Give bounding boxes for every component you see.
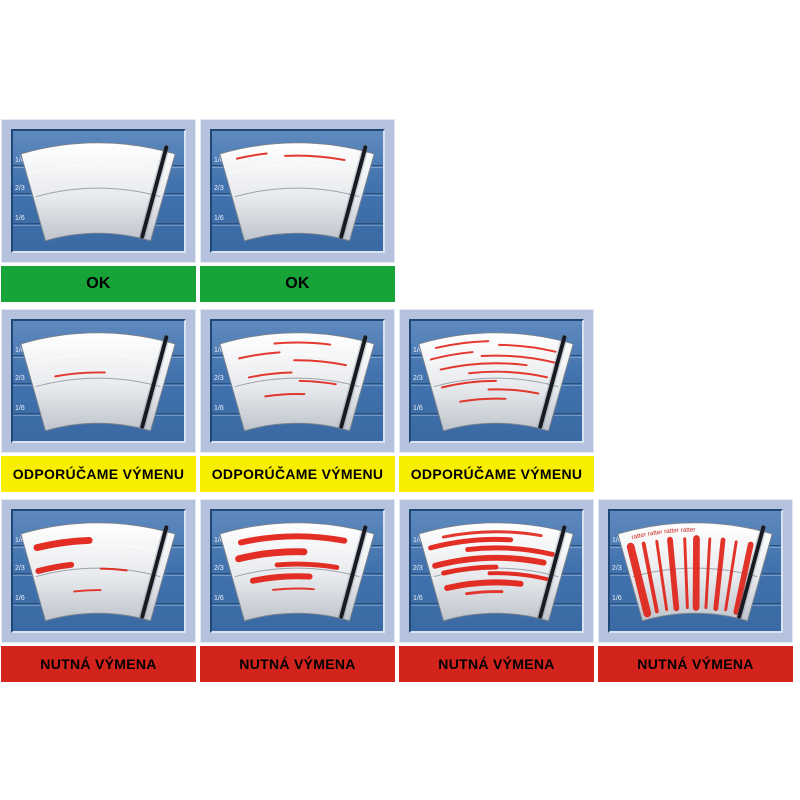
wiper-wear-cell: 1/6 2/3 1/6 OK — [1, 119, 196, 302]
wiper-panel-frame: 1/6 2/3 1/6 — [1, 309, 196, 453]
status-label: NUTNÁ VÝMENA — [399, 646, 594, 682]
wiper-panel: 1/6 2/3 1/6 ratter ratter ratter ratter — [608, 509, 783, 633]
wiper-panel: 1/6 2/3 1/6 — [11, 129, 186, 253]
scale-mark: 1/6 — [214, 156, 224, 164]
scale-mark: 1/6 — [15, 156, 25, 164]
wiper-panel: 1/6 2/3 1/6 — [409, 509, 584, 633]
scale-mark: 2/3 — [214, 185, 224, 193]
status-label: NUTNÁ VÝMENA — [200, 646, 395, 682]
wiper-wear-cell: 1/6 2/3 1/6 ODPORÚČAME VÝMENU — [399, 309, 594, 492]
row-danger: 1/6 2/3 1/6 NUTNÁ VÝMENA 1/6 2/3 1/6 — [1, 499, 793, 682]
status-label: OK — [200, 266, 395, 302]
scale-mark: 1/6 — [214, 595, 224, 603]
scale-mark: 1/6 — [214, 346, 224, 354]
scale-mark: 1/6 — [15, 405, 25, 413]
status-label: OK — [1, 266, 196, 302]
scale-mark: 2/3 — [612, 565, 622, 573]
scale-mark: 2/3 — [413, 375, 423, 383]
row-warn: 1/6 2/3 1/6 ODPORÚČAME VÝMENU 1/6 2/3 1/… — [1, 309, 793, 492]
scale-mark: 1/6 — [214, 536, 224, 544]
wiper-wear-cell: 1/6 2/3 1/6 NUTNÁ VÝMENA — [200, 499, 395, 682]
scale-mark: 2/3 — [15, 565, 25, 573]
wiper-wear-cell: 1/6 2/3 1/6 ratter ratter ratter ratter … — [598, 499, 793, 682]
scale-mark: 1/6 — [413, 405, 423, 413]
status-label: NUTNÁ VÝMENA — [598, 646, 793, 682]
status-label: ODPORÚČAME VÝMENU — [1, 456, 196, 492]
scale-mark: 1/6 — [413, 595, 423, 603]
status-label: NUTNÁ VÝMENA — [1, 646, 196, 682]
wiper-fan-graphic: ratter ratter ratter ratter — [617, 522, 773, 622]
status-label: ODPORÚČAME VÝMENU — [200, 456, 395, 492]
wiper-panel-frame: 1/6 2/3 1/6 — [200, 499, 395, 643]
wiper-panel: 1/6 2/3 1/6 — [409, 319, 584, 443]
wiper-wear-cell: 1/6 2/3 1/6 OK — [200, 119, 395, 302]
wiper-panel-frame: 1/6 2/3 1/6 ratter ratter ratter ratter — [598, 499, 793, 643]
scale-mark: 1/6 — [214, 405, 224, 413]
scale-mark: 1/6 — [413, 346, 423, 354]
scale-mark: 2/3 — [15, 375, 25, 383]
scale-mark: 1/6 — [15, 536, 25, 544]
scale-mark: 1/6 — [15, 215, 25, 223]
scale-mark: 1/6 — [612, 536, 622, 544]
wiper-panel: 1/6 2/3 1/6 — [11, 319, 186, 443]
scale-mark: 1/6 — [612, 595, 622, 603]
wiper-panel-frame: 1/6 2/3 1/6 — [1, 119, 196, 263]
wiper-panel-frame: 1/6 2/3 1/6 — [399, 309, 594, 453]
wiper-fan-graphic — [20, 142, 176, 242]
wiper-wear-cell: 1/6 2/3 1/6 NUTNÁ VÝMENA — [399, 499, 594, 682]
wiper-panel-frame: 1/6 2/3 1/6 — [399, 499, 594, 643]
wiper-fan-graphic — [20, 522, 176, 622]
scale-mark: 1/6 — [15, 595, 25, 603]
wiper-fan-graphic — [418, 522, 574, 622]
wiper-panel: 1/6 2/3 1/6 — [210, 129, 385, 253]
wiper-grid: 1/6 2/3 1/6 OK 1/6 2/3 1/6 — [1, 119, 793, 689]
wiper-panel: 1/6 2/3 1/6 — [210, 319, 385, 443]
wiper-wear-cell: 1/6 2/3 1/6 NUTNÁ VÝMENA — [1, 499, 196, 682]
wiper-panel-frame: 1/6 2/3 1/6 — [200, 119, 395, 263]
wiper-fan-graphic — [20, 332, 176, 432]
wiper-panel-frame: 1/6 2/3 1/6 — [1, 499, 196, 643]
row-ok: 1/6 2/3 1/6 OK 1/6 2/3 1/6 — [1, 119, 793, 302]
wiper-fan-graphic — [418, 332, 574, 432]
wiper-panel: 1/6 2/3 1/6 — [11, 509, 186, 633]
scale-mark: 1/6 — [214, 215, 224, 223]
scale-mark: 2/3 — [413, 565, 423, 573]
scale-mark: 2/3 — [214, 565, 224, 573]
wiper-fan-graphic — [219, 142, 375, 242]
scale-mark: 1/6 — [15, 346, 25, 354]
wiper-wear-cell: 1/6 2/3 1/6 ODPORÚČAME VÝMENU — [200, 309, 395, 492]
scale-mark: 2/3 — [15, 185, 25, 193]
scale-mark: 1/6 — [413, 536, 423, 544]
wiper-fan-graphic — [219, 522, 375, 622]
wiper-wear-cell: 1/6 2/3 1/6 ODPORÚČAME VÝMENU — [1, 309, 196, 492]
status-label: ODPORÚČAME VÝMENU — [399, 456, 594, 492]
scale-mark: 2/3 — [214, 375, 224, 383]
wiper-panel: 1/6 2/3 1/6 — [210, 509, 385, 633]
wiper-fan-graphic — [219, 332, 375, 432]
wiper-panel-frame: 1/6 2/3 1/6 — [200, 309, 395, 453]
